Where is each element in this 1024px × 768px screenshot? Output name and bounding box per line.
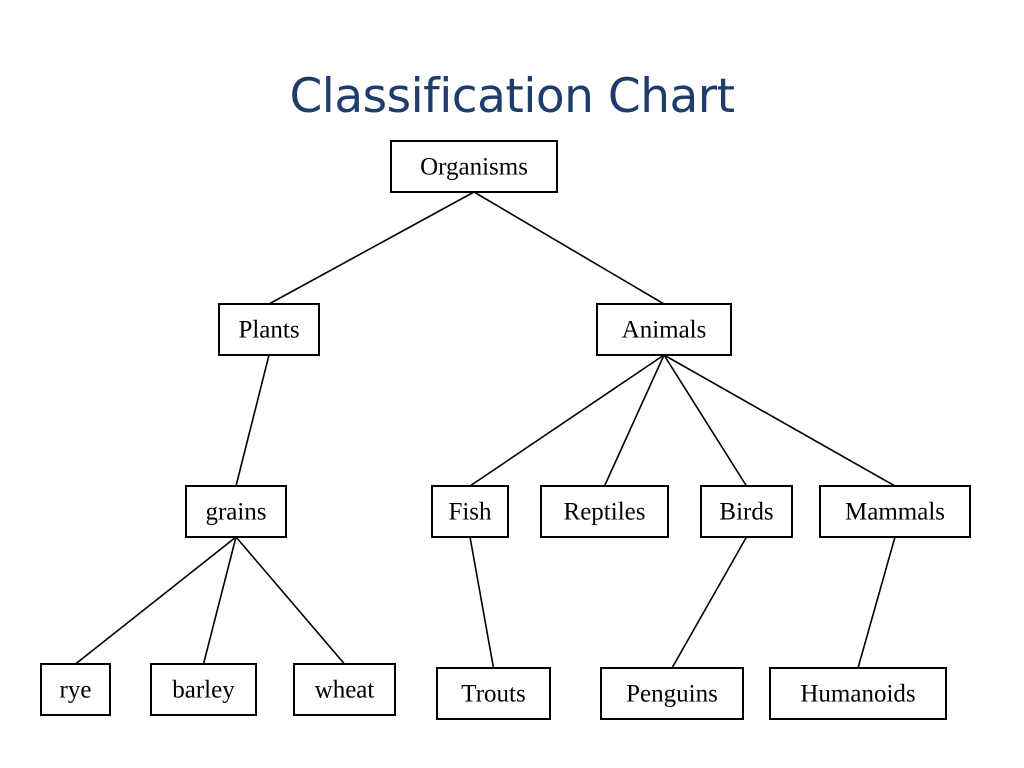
node-birds: Birds [700, 485, 793, 538]
node-label-rye: rye [60, 677, 92, 704]
node-box-plants [218, 303, 320, 356]
edge-animals-to-reptiles [603, 354, 665, 487]
node-label-trouts: Trouts [461, 681, 525, 708]
node-rye: rye [40, 663, 111, 716]
node-barley: barley [150, 663, 257, 716]
node-animals: Animals [596, 303, 732, 356]
node-box-grains [185, 485, 287, 538]
node-grains: grains [185, 485, 287, 538]
edge-organisms-to-plants [268, 191, 475, 305]
node-label-wheat: wheat [315, 677, 375, 704]
node-label-animals: Animals [622, 317, 707, 344]
node-box-trouts [436, 667, 551, 720]
edge-organisms-to-animals [473, 191, 665, 305]
node-humanoids: Humanoids [769, 667, 947, 720]
edge-mammals-to-humanoids [857, 536, 896, 669]
node-label-grains: grains [205, 499, 266, 526]
node-label-fish: Fish [448, 499, 492, 526]
node-label-plants: Plants [238, 317, 299, 344]
node-box-barley [150, 663, 257, 716]
node-label-organisms: Organisms [420, 154, 528, 181]
node-box-fish [431, 485, 509, 538]
node-penguins: Penguins [600, 667, 744, 720]
node-box-penguins [600, 667, 744, 720]
edge-grains-to-barley [202, 536, 237, 665]
node-box-reptiles [540, 485, 669, 538]
edge-grains-to-rye [75, 536, 237, 665]
node-label-mammals: Mammals [845, 499, 945, 526]
edge-birds-to-penguins [671, 536, 748, 669]
edge-plants-to-grains [235, 354, 270, 487]
node-trouts: Trouts [436, 667, 551, 720]
edge-animals-to-fish [469, 354, 665, 487]
node-mammals: Mammals [819, 485, 971, 538]
node-organisms: Organisms [390, 140, 558, 193]
node-box-humanoids [769, 667, 947, 720]
node-plants: Plants [218, 303, 320, 356]
node-reptiles: Reptiles [540, 485, 669, 538]
tree-edges [75, 191, 896, 669]
edge-fish-to-trouts [469, 536, 495, 669]
node-box-organisms [390, 140, 558, 193]
node-box-animals [596, 303, 732, 356]
edge-animals-to-birds [663, 354, 748, 487]
node-label-barley: barley [172, 677, 235, 704]
node-box-wheat [293, 663, 396, 716]
node-label-birds: Birds [719, 499, 773, 526]
edge-grains-to-wheat [235, 536, 346, 665]
node-box-rye [40, 663, 111, 716]
node-label-penguins: Penguins [626, 681, 718, 708]
node-label-humanoids: Humanoids [800, 681, 915, 708]
node-fish: Fish [431, 485, 509, 538]
edge-animals-to-mammals [663, 354, 896, 487]
node-box-birds [700, 485, 793, 538]
node-box-mammals [819, 485, 971, 538]
node-label-reptiles: Reptiles [564, 499, 646, 526]
slide-title: Classification Chart [289, 69, 735, 124]
node-wheat: wheat [293, 663, 396, 716]
